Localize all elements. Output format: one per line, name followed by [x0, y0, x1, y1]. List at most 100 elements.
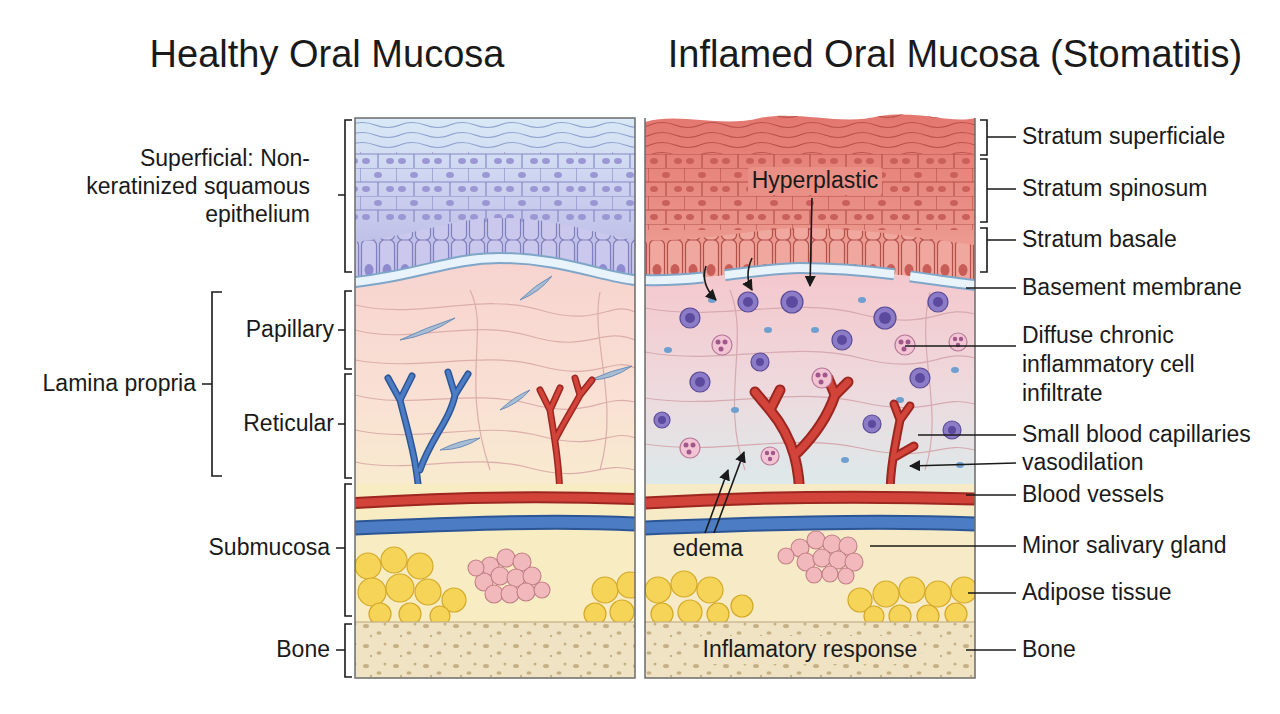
illustration-part — [966, 494, 1016, 496]
illustration-part — [645, 351, 975, 364]
part-label: Minor salivary gland — [1022, 532, 1227, 560]
illustration-part — [949, 333, 967, 351]
illustration-part — [719, 347, 724, 352]
illustration-part — [381, 547, 407, 573]
neutrophils — [680, 333, 967, 465]
illustration-part — [610, 600, 634, 624]
part-label: Small blood capillaries — [1022, 421, 1251, 449]
illustration-part — [768, 457, 772, 461]
illustration-part — [680, 438, 700, 458]
illustration-part — [680, 333, 967, 465]
illustration-part — [415, 579, 441, 605]
illustration-part — [812, 368, 832, 388]
leader-lines — [704, 120, 1016, 650]
illustration-part — [980, 228, 1016, 272]
illustration-part — [906, 340, 911, 345]
part-label: Diffuse chronic inflammatory cell infilt… — [1022, 321, 1212, 408]
illustration-part — [738, 292, 758, 312]
illustration-part — [712, 335, 732, 355]
illustration-part — [823, 373, 828, 378]
illustration-part — [951, 577, 975, 603]
illustration-part — [714, 452, 744, 533]
illustration-part — [910, 368, 930, 388]
illustration-part — [358, 578, 386, 606]
illustration-part — [645, 396, 975, 407]
artery — [355, 497, 635, 503]
illustration-part — [807, 531, 825, 549]
panel-heading: Healthy Oral Mucosa — [150, 32, 505, 78]
callout-label: edema — [669, 535, 747, 563]
bone — [355, 622, 635, 678]
salivary-gland — [778, 531, 863, 584]
illustration-part — [879, 312, 891, 324]
bone-texture — [645, 622, 975, 678]
layer-label: Submucosa — [209, 534, 330, 562]
illustration-part — [497, 549, 515, 567]
illustration-part — [691, 443, 696, 448]
illustration-part — [858, 297, 866, 303]
spinous-cells — [355, 152, 635, 222]
illustration-part — [918, 434, 1016, 436]
panel-heading: Inflamed Oral Mucosa (Stomatitis) — [668, 32, 1242, 78]
illustration-part — [868, 420, 876, 428]
illustration-part — [671, 571, 697, 597]
illustration-part — [811, 327, 819, 333]
illustration-part — [723, 340, 728, 345]
epithelium-cells — [355, 118, 635, 284]
spinous-cells — [645, 154, 975, 230]
illustration-part — [592, 577, 618, 603]
illustration-part — [765, 451, 769, 455]
panel-border — [355, 118, 635, 678]
illustration-part — [980, 159, 1016, 222]
lamina-propria — [355, 258, 635, 484]
illustration-part — [355, 304, 635, 316]
illustration-part — [336, 624, 352, 677]
vein — [645, 522, 975, 528]
layer-label: Papillary — [246, 316, 334, 344]
illustration-part — [468, 560, 484, 576]
illustration-part — [863, 415, 881, 433]
illustration-part — [951, 367, 959, 373]
submucosa — [355, 484, 635, 622]
illustration-part — [716, 340, 721, 345]
illustration-part — [590, 366, 632, 380]
illustration-part — [761, 447, 779, 465]
illustration-part — [491, 567, 509, 585]
illustration-part — [501, 585, 519, 603]
illustration-part — [678, 600, 702, 624]
layer-label: Reticular — [243, 410, 334, 438]
artery — [645, 497, 975, 503]
illustration-part — [695, 377, 705, 387]
illustration-part — [925, 581, 951, 607]
illustration-part — [202, 292, 222, 476]
illustration-part — [500, 390, 530, 410]
salivary-gland — [468, 549, 550, 603]
layer-label: Bone — [276, 636, 330, 664]
illustration-part — [534, 582, 550, 598]
illustration-part — [902, 347, 907, 352]
illustration-part — [684, 337, 964, 461]
vein — [355, 522, 635, 528]
artery — [645, 497, 975, 503]
illustration-part — [873, 581, 899, 607]
bone-edge — [355, 621, 635, 622]
layer-label: Superficial: Non-keratinized squamous ep… — [60, 144, 310, 228]
illustration-part — [355, 553, 381, 579]
illustration-part — [730, 290, 745, 470]
illustration-part — [915, 373, 925, 383]
illustration-part — [517, 583, 535, 601]
illustration-part — [966, 287, 1016, 289]
illustration-part — [690, 372, 710, 392]
illustration-part — [386, 574, 414, 602]
illustration-part — [786, 296, 798, 308]
illustration-part — [731, 407, 739, 413]
illustration-part — [407, 553, 433, 579]
part-label: Bone — [1022, 636, 1076, 664]
layer-label: Stratum basale — [1022, 226, 1177, 254]
illustration-part — [654, 291, 961, 439]
illustration-part — [928, 292, 948, 312]
illustration-part — [685, 313, 695, 323]
illustration-part — [684, 443, 689, 448]
